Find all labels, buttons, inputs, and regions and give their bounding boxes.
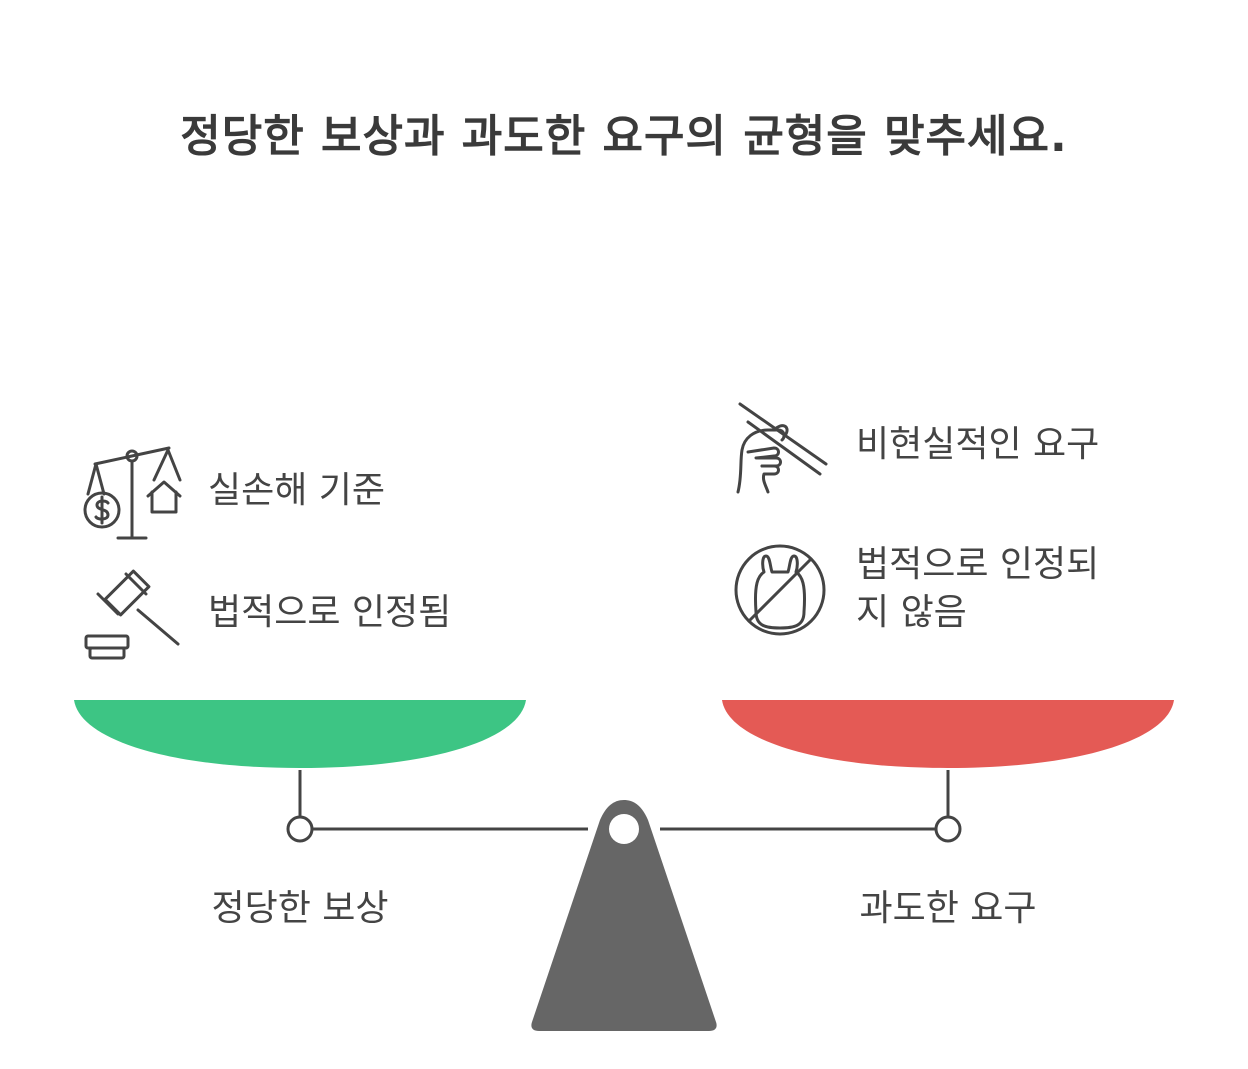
right-item-1-text: 비현실적인 요구 bbox=[856, 424, 1100, 465]
page-title: 정당한 보상과 과도한 요구의 균형을 맞추세요. bbox=[180, 111, 1068, 162]
scale-money-house-icon bbox=[83, 446, 182, 540]
right-item-2-text-line1: 법적으로 인정되 bbox=[856, 544, 1100, 585]
right-item-2-text-line2: 지 않음 bbox=[856, 592, 967, 633]
gavel-icon bbox=[84, 569, 180, 660]
left-pan bbox=[74, 700, 526, 768]
left-joint bbox=[286, 815, 314, 843]
hand-chopsticks-icon bbox=[736, 402, 828, 494]
right-joint bbox=[934, 815, 962, 843]
left-item-1-text: 실손해 기준 bbox=[208, 470, 386, 511]
fulcrum-pivot bbox=[609, 814, 639, 844]
right-pan bbox=[722, 700, 1174, 768]
fulcrum bbox=[531, 800, 717, 1031]
right-pan-label: 과도한 요구 bbox=[859, 888, 1037, 929]
left-item-2-text: 법적으로 인정됨 bbox=[208, 592, 452, 633]
left-pan-label: 정당한 보상 bbox=[211, 888, 389, 929]
no-plastic-bag-icon bbox=[734, 544, 826, 636]
